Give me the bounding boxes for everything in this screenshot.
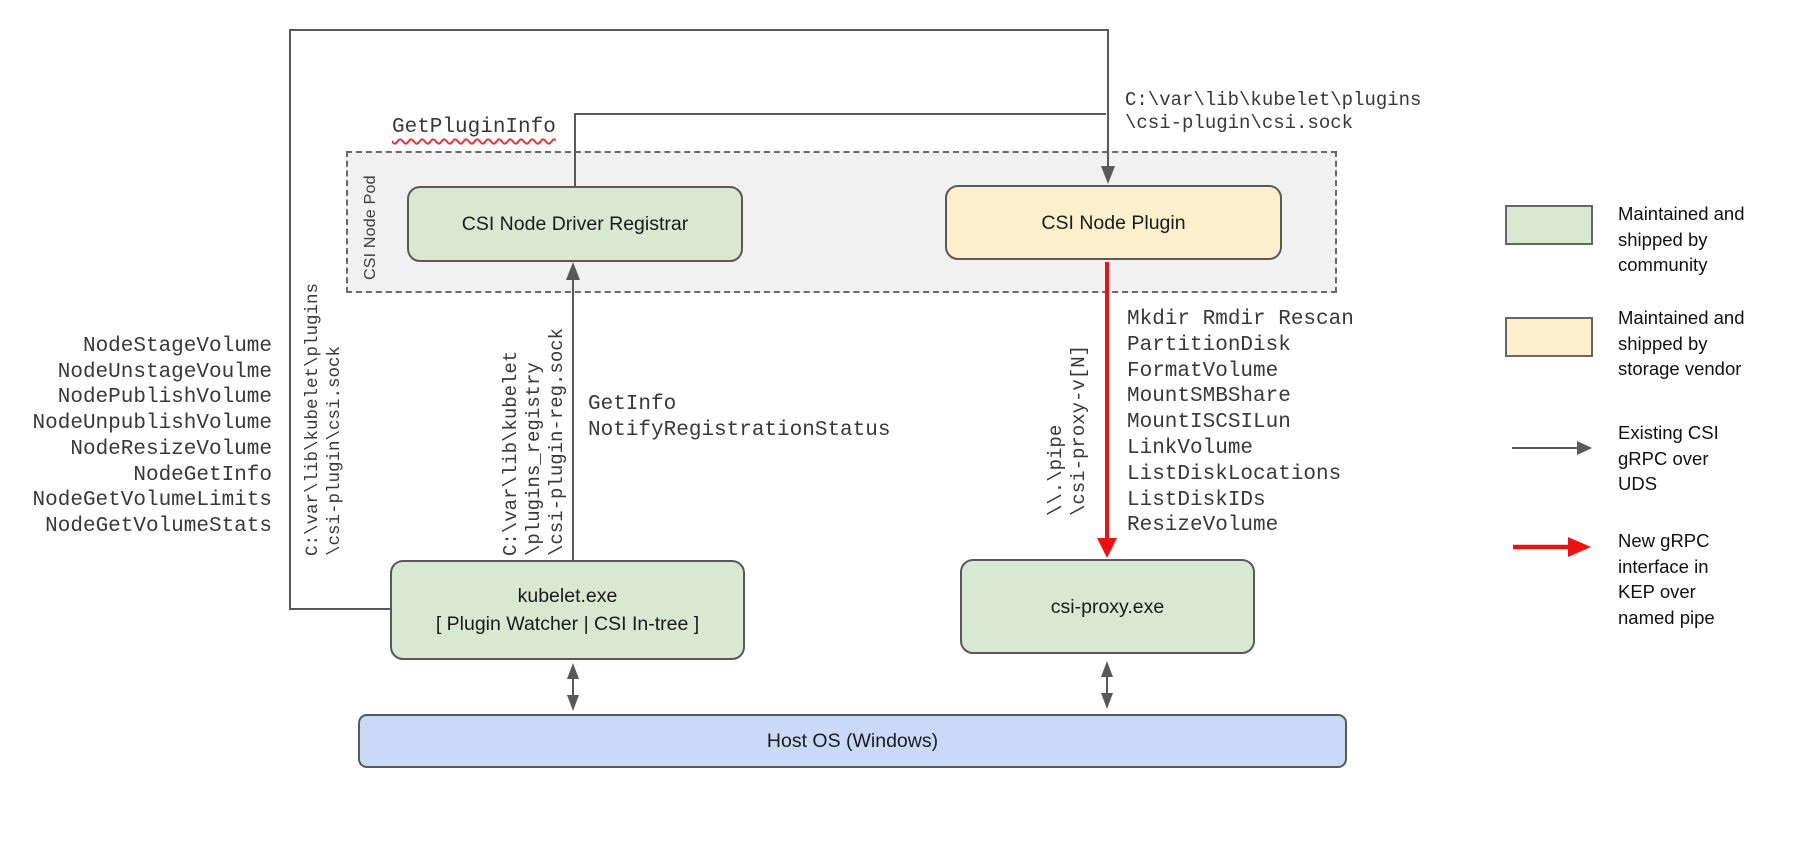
registration-calls-label: GetInfo NotifyRegistrationStatus bbox=[588, 393, 891, 442]
legend-community-label: Maintained and shipped by community bbox=[1618, 203, 1745, 275]
named-pipe-path-vertical-label: \\.\pipe \csi-proxy-v[N] bbox=[1045, 344, 1090, 516]
legend-new-grpc-label: New gRPC interface in KEP over named pip… bbox=[1618, 530, 1715, 628]
legend-community-swatch-icon bbox=[1505, 205, 1593, 245]
csi-node-plugin-box: CSI Node Plugin bbox=[945, 185, 1282, 260]
host-os-box: Host OS (Windows) bbox=[358, 714, 1347, 768]
csi-sock-path-vertical-label: C:\var\lib\kubelet\plugins \csi-plugin\c… bbox=[303, 282, 345, 556]
proxy-host-down-arrowhead-icon bbox=[1101, 693, 1113, 709]
kubelet-host-down-arrowhead-icon bbox=[567, 695, 579, 711]
proxy-host-up-arrowhead-icon bbox=[1101, 661, 1113, 677]
legend-vendor-label: Maintained and shipped by storage vendor bbox=[1618, 307, 1745, 379]
csi-sock-path-label: C:\var\lib\kubelet\plugins \csi-plugin\c… bbox=[1125, 89, 1422, 134]
node-rpc-calls-list: NodeStageVolume NodeUnstageVoulme NodePu… bbox=[32, 335, 272, 538]
proxy-api-calls-list: Mkdir Rmdir Rescan PartitionDisk FormatV… bbox=[1127, 308, 1354, 538]
legend-vendor-swatch-icon bbox=[1505, 317, 1593, 357]
kubelet-host-up-arrowhead-icon bbox=[567, 663, 579, 679]
kubelet-box: kubelet.exe [ Plugin Watcher | CSI In-tr… bbox=[390, 560, 745, 660]
legend-gray-arrowhead-icon bbox=[1577, 441, 1592, 455]
legend-existing-grpc-label: Existing CSI gRPC over UDS bbox=[1618, 422, 1719, 494]
legend-red-arrowhead-icon bbox=[1568, 537, 1591, 557]
get-plugin-info-label: GetPluginInfo bbox=[392, 116, 556, 139]
csi-node-driver-registrar-box: CSI Node Driver Registrar bbox=[407, 186, 743, 262]
csi-node-pod-label: CSI Node Pod bbox=[362, 175, 379, 280]
registration-sock-path-vertical-label: C:\var\lib\kubelet \plugins_registry \cs… bbox=[500, 327, 568, 556]
red-arrowhead-into-proxy-icon bbox=[1097, 538, 1117, 558]
csi-proxy-box: csi-proxy.exe bbox=[960, 559, 1255, 654]
